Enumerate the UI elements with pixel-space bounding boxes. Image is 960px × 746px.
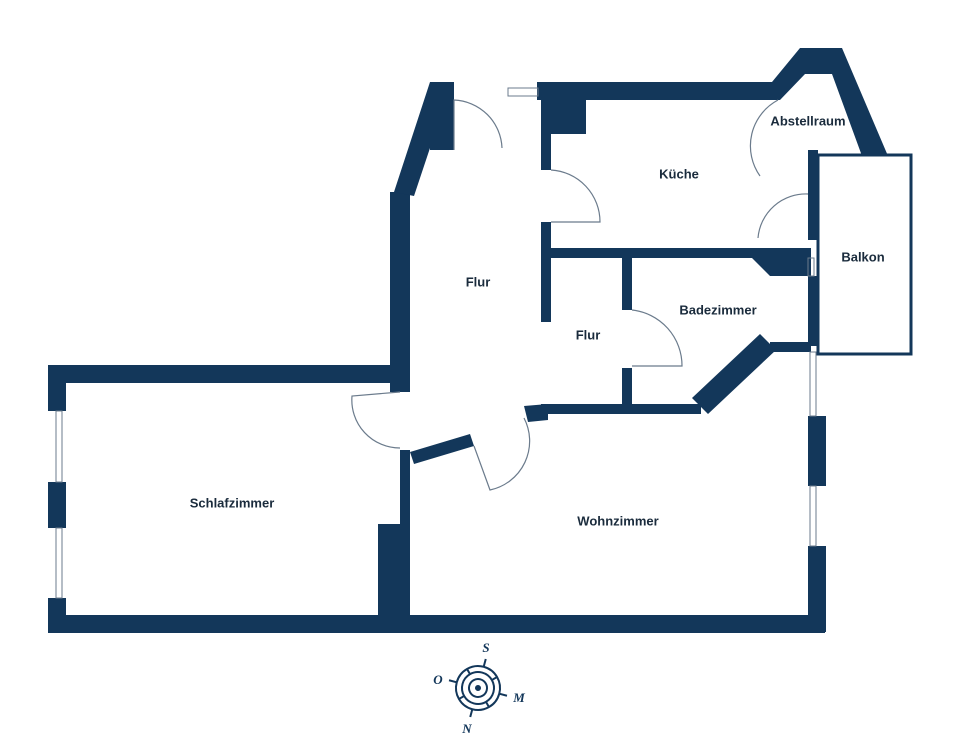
room-label-wohnzimmer: Wohnzimmer [577,513,659,529]
compass-letter-top: S [482,640,490,655]
door-entrance [453,99,503,150]
door-abstell [749,99,779,177]
room-label-flur-main: Flur [465,274,491,290]
door-living [473,417,531,491]
wall-flur-top-left [430,82,454,150]
wall-bath-left [622,258,632,310]
door-balkon [757,193,809,239]
door-bath [631,309,683,367]
wall-living-right-mid [808,416,826,486]
compass-letter-right: M [513,690,525,705]
windows [55,87,817,599]
room-label-schlafzimmer: Schlafzimmer [189,495,275,511]
wall-flur-living [410,434,474,464]
wall-bath-right-bottom [770,342,811,352]
doors [351,99,809,491]
room-label-badezimmer: Badezimmer [679,302,757,318]
wall-schlafzimmer-top [48,365,398,383]
wall-living-right-bottom [808,546,826,632]
room-label-abstellraum: Abstellraum [770,113,846,129]
wall-divider-bed-living-thin [400,450,410,622]
wall-kitchen-bottom [541,248,811,258]
compass-letter-left: O [433,672,443,687]
wall-flur-left [390,192,410,392]
balkon-outline [816,153,913,356]
wall-bath-corner [752,258,811,276]
wall-abstell-bottom [808,150,818,240]
room-label-flur-small: Flur [575,327,601,343]
room-label-balkon: Balkon [841,249,885,265]
wall-schlafzimmer-left-mid [48,482,66,528]
wall-smallflur-left [541,258,551,322]
compass-icon [448,658,508,718]
wall-bath-diagonal [692,334,776,414]
room-label-kueche: Küche [659,166,699,182]
walls [48,48,888,633]
wall-bottom [48,615,825,633]
wall-schlafzimmer-left-top [48,365,66,411]
wall-bath-left-low [622,368,632,410]
door-bedroom [351,391,401,449]
wall-flur-kitchen-divider-low [541,222,551,250]
door-kitchen [550,169,601,223]
wall-bath-bottom [541,404,701,414]
wall-kitchen-top [537,48,888,156]
compass-letter-bottom: N [462,721,472,736]
wall-living-right-top [808,276,818,346]
wall-flur-living-right [524,404,548,422]
kitchen-chimney [548,100,586,134]
wall-flur-kitchen-divider-top [541,82,551,170]
